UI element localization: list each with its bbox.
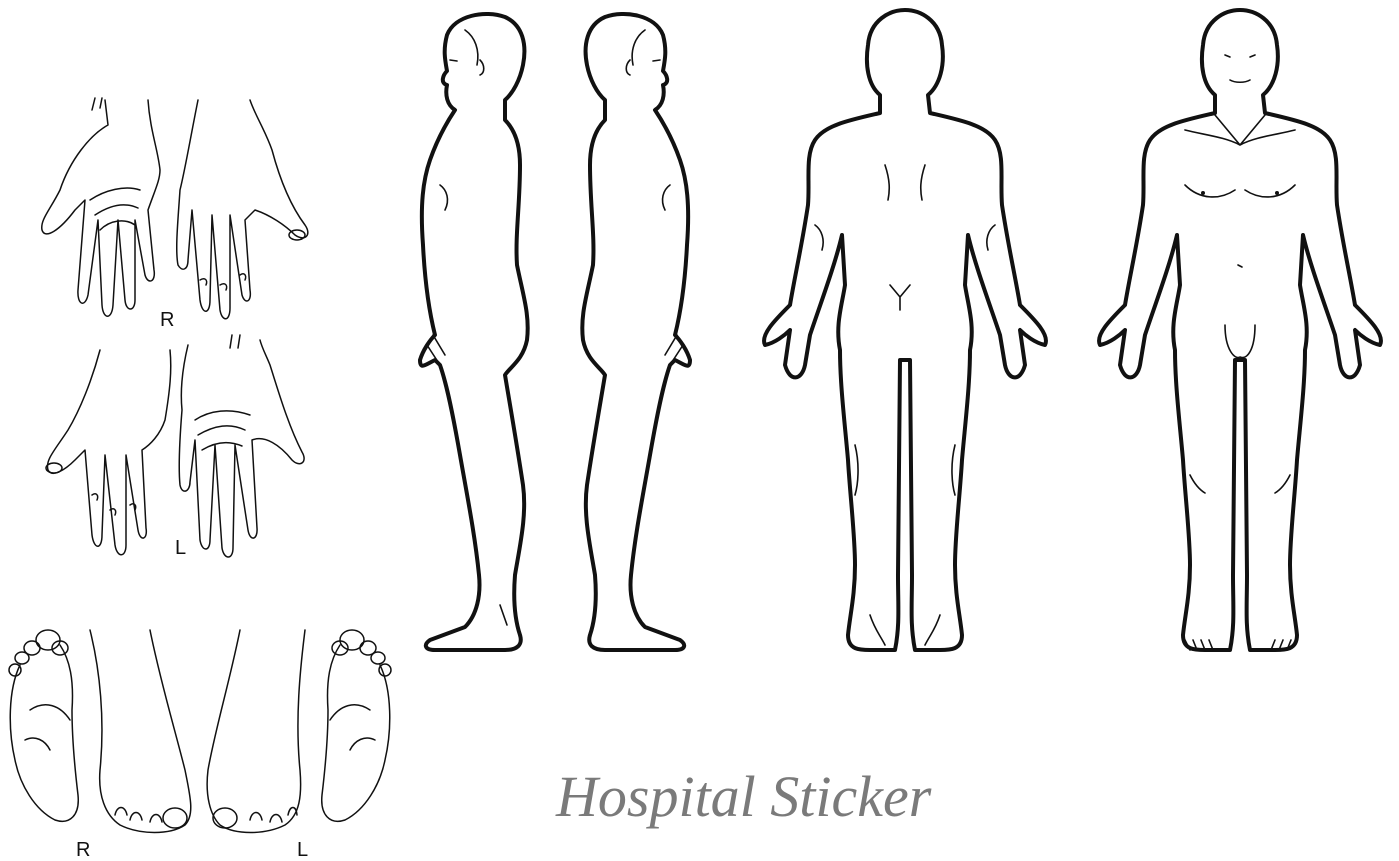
body-front-view [1085, 5, 1390, 660]
body-side-view-facing-left [405, 5, 540, 660]
feet-diagram [0, 620, 400, 845]
foot-top-left [207, 630, 305, 833]
foot-sole-left [322, 630, 391, 821]
hospital-sticker-label: Hospital Sticker [556, 768, 931, 826]
hand-palm-upper [42, 98, 160, 316]
foot-sole-right [9, 630, 78, 821]
hand-palm-lower [179, 335, 304, 557]
hands-diagram [30, 90, 330, 560]
hands-lower-label: L [175, 538, 186, 558]
feet-left-label: L [297, 840, 308, 860]
feet-right-label: R [76, 840, 90, 860]
body-side-view-facing-right [575, 5, 700, 660]
hand-back-upper [177, 100, 308, 319]
hand-back-lower [46, 350, 171, 555]
foot-top-right [90, 630, 191, 833]
hands-upper-label: R [160, 310, 174, 330]
body-back-view [750, 5, 1055, 660]
